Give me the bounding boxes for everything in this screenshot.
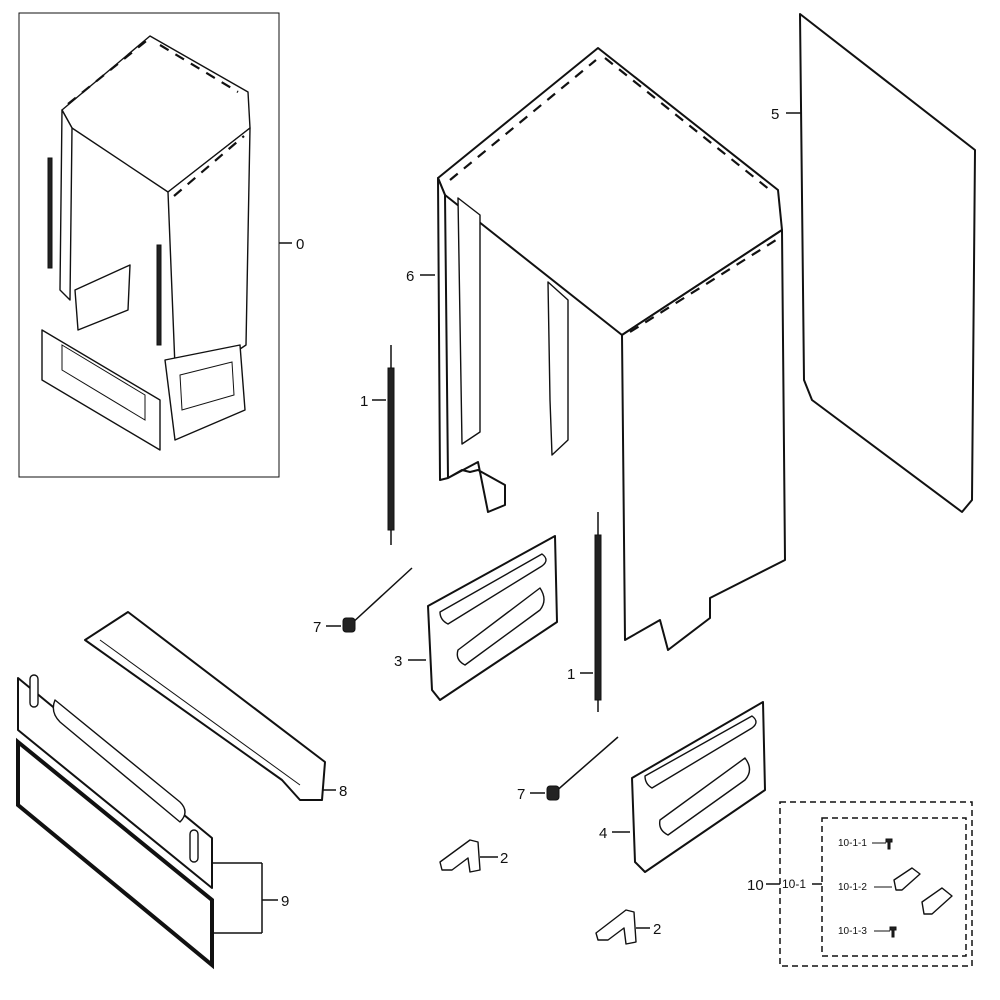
callout-0: 0 xyxy=(296,236,304,253)
callout-7-right: 7 xyxy=(517,786,525,803)
kit-part-10: 10 10-1 10-1-1 10-1-2 10-1-3 xyxy=(747,801,973,967)
inset-bracket xyxy=(164,344,246,441)
rail-part-8: 8 xyxy=(84,611,347,801)
bracket-4-slot xyxy=(658,757,751,836)
bracket-part-3: 3 xyxy=(394,535,558,701)
callout-1-left: 1 xyxy=(360,393,368,410)
callout-10-1-3: 10-1-3 xyxy=(838,926,867,937)
front-panel-window xyxy=(52,699,186,823)
callout-8: 8 xyxy=(339,783,347,800)
kit-bracket-icon-2 xyxy=(921,887,953,915)
inset-front-panel xyxy=(41,329,161,451)
cable-right-wire xyxy=(553,736,619,794)
cable-right-end xyxy=(546,785,560,801)
bracket-part-4: 4 xyxy=(599,701,766,873)
front-panel-slot-left xyxy=(29,674,39,708)
inset-bracket-slot xyxy=(179,361,235,411)
spring-left-coil xyxy=(387,367,395,531)
inset-left xyxy=(59,109,73,301)
callout-6: 6 xyxy=(406,268,414,285)
callout-7-left: 7 xyxy=(313,619,321,636)
inset-spring-right xyxy=(156,244,162,346)
cover-left-wall xyxy=(437,177,506,513)
callout-2-upper: 2 xyxy=(500,850,508,867)
callout-10: 10 xyxy=(747,877,764,894)
cable-left-wire xyxy=(349,567,413,626)
callout-2-lower: 2 xyxy=(653,921,661,938)
callout-1-right: 1 xyxy=(567,666,575,683)
cover-left-inner xyxy=(457,197,481,445)
inset-inner-bracket xyxy=(74,264,131,331)
clip-upper-shape xyxy=(439,839,481,873)
cable-left-end xyxy=(342,617,356,633)
cover-part-6: 6 xyxy=(406,47,786,651)
cover-mid-inner xyxy=(547,281,569,456)
kit-bracket-icon-1 xyxy=(893,867,921,891)
callout-10-1: 10-1 xyxy=(782,877,806,891)
spring-right-coil xyxy=(594,534,602,701)
inset-frame xyxy=(18,12,280,478)
cover-right-wall xyxy=(621,229,786,651)
callout-3: 3 xyxy=(394,653,402,670)
kit-inner-box xyxy=(821,817,967,957)
spring-part-1-right: 1 xyxy=(567,512,602,712)
bracket-3-rail xyxy=(439,553,547,625)
inset-front-window xyxy=(61,344,146,421)
kit-bolt-icon xyxy=(889,926,897,938)
bracket-3-slot xyxy=(456,587,545,666)
clip-part-2-upper: 2 xyxy=(439,839,508,873)
assembly-inset: 0 xyxy=(18,12,304,478)
clip-part-2-lower: 2 xyxy=(595,909,661,945)
panel-part-5: 5 xyxy=(771,13,976,513)
rail-shape xyxy=(84,611,326,801)
rail-edge xyxy=(99,639,301,786)
front-panel-part-9: 9 xyxy=(16,674,289,970)
cable-part-7-right: 7 xyxy=(517,736,619,803)
callout-9: 9 xyxy=(281,893,289,910)
kit-outer-box xyxy=(779,801,973,967)
inset-side xyxy=(167,127,251,393)
clip-lower-shape xyxy=(595,909,637,945)
callout-4: 4 xyxy=(599,825,607,842)
cable-part-7-left: 7 xyxy=(313,567,413,636)
inset-dash-1 xyxy=(159,44,239,93)
callout-10-1-2: 10-1-2 xyxy=(838,882,867,893)
bracket-4-rail xyxy=(644,715,757,789)
front-panel-slot-right xyxy=(189,829,199,863)
front-panel-strip xyxy=(16,737,214,970)
callout-5: 5 xyxy=(771,106,779,123)
inset-spring-left xyxy=(47,157,53,269)
callout-10-1-1: 10-1-1 xyxy=(838,838,867,849)
spring-part-1-left: 1 xyxy=(360,345,395,545)
inset-dash-3 xyxy=(173,135,245,197)
kit-screw-icon xyxy=(885,838,893,850)
panel-shape xyxy=(799,13,976,513)
cover-dash-2 xyxy=(449,59,597,181)
